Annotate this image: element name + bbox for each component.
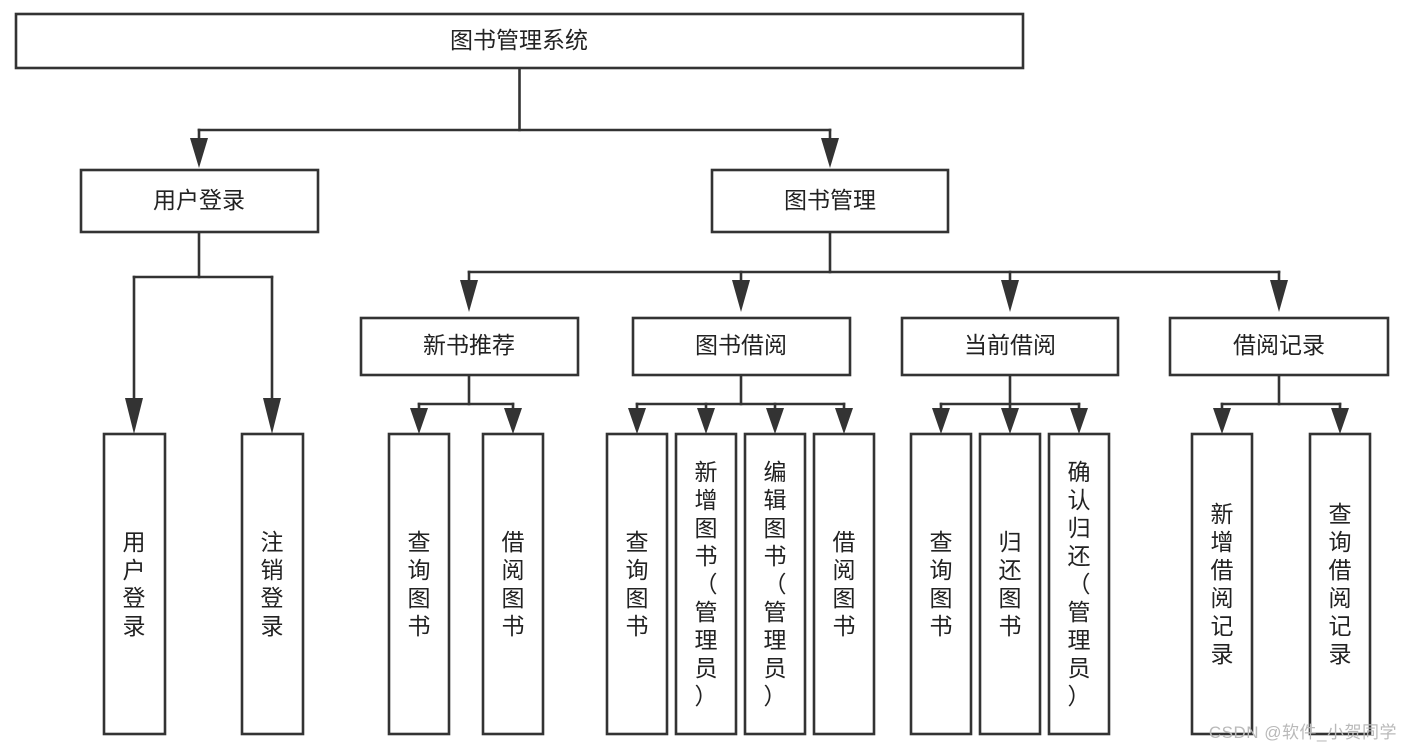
- node-user-login-box[interactable]: [79, 168, 320, 234]
- node-leaf-return-book-box[interactable]: [978, 432, 1042, 736]
- arrow-head-book-manage: [821, 138, 839, 168]
- node-book-manage[interactable]: 图书管理: [710, 168, 950, 234]
- connector-group-user-login: [125, 230, 281, 434]
- node-leaf-confirm-return-box[interactable]: [1047, 432, 1111, 736]
- node-leaf-query-book-2-label: 查询图书: [626, 529, 649, 639]
- arrow-head-leaf-confirm-return: [1070, 408, 1088, 434]
- arrow-head-current-borrow: [1001, 280, 1019, 312]
- node-leaf-borrow-book-1-box[interactable]: [481, 432, 545, 736]
- node-leaf-user-login-box[interactable]: [102, 432, 167, 736]
- node-book-borrow-box[interactable]: [631, 316, 852, 377]
- arrow-head-leaf-edit-book: [766, 408, 784, 434]
- node-leaf-query-book-3-box[interactable]: [909, 432, 973, 736]
- node-new-book-rec-label: 新书推荐: [423, 332, 515, 358]
- arrow-head-leaf-user-login: [125, 398, 143, 434]
- arrow-head-user-login: [190, 138, 208, 168]
- arrow-head-leaf-return-book: [1001, 408, 1019, 434]
- node-leaf-add-book-box[interactable]: [674, 432, 738, 736]
- node-book-borrow-label: 图书借阅: [695, 332, 787, 358]
- arrow-head-leaf-query-record: [1331, 408, 1349, 434]
- node-leaf-add-record-label: 新增借阅记录: [1211, 501, 1234, 667]
- arrow-head-leaf-borrow-book-2: [835, 408, 853, 434]
- node-borrow-record[interactable]: 借阅记录: [1168, 316, 1390, 377]
- node-user-login[interactable]: 用户登录: [79, 168, 320, 234]
- node-leaf-return-book[interactable]: 归还图书: [978, 432, 1042, 736]
- node-leaf-edit-book-box[interactable]: [743, 432, 807, 736]
- node-leaf-add-record-box[interactable]: [1190, 432, 1254, 736]
- node-book-manage-box[interactable]: [710, 168, 950, 234]
- node-leaf-user-logout[interactable]: 注销登录: [240, 432, 305, 736]
- connector-group-new-book-rec: [410, 373, 522, 434]
- node-new-book-rec-box[interactable]: [359, 316, 580, 377]
- node-leaf-query-book-2[interactable]: 查询图书: [605, 432, 669, 736]
- connector-group-book-borrow: [628, 373, 853, 434]
- node-leaf-borrow-book-2-label: 借阅图书: [833, 529, 856, 639]
- node-leaf-user-logout-box[interactable]: [240, 432, 305, 736]
- node-leaf-confirm-return[interactable]: 确认归还（管理员）: [1047, 432, 1111, 736]
- node-current-borrow-box[interactable]: [900, 316, 1120, 377]
- node-book-borrow[interactable]: 图书借阅: [631, 316, 852, 377]
- node-leaf-query-book-3-label: 查询图书: [930, 529, 953, 639]
- node-leaf-query-record-box[interactable]: [1308, 432, 1372, 736]
- node-root-box[interactable]: [14, 12, 1025, 70]
- node-leaf-borrow-book-2-box[interactable]: [812, 432, 876, 736]
- node-leaf-add-book-label: 新增图书（管理员）: [695, 459, 718, 709]
- node-leaf-add-book[interactable]: 新增图书（管理员）: [674, 432, 738, 736]
- arrow-head-leaf-borrow-book-1: [504, 408, 522, 434]
- node-leaf-user-login-label: 用户登录: [123, 529, 146, 639]
- arrow-head-leaf-query-book-3: [932, 408, 950, 434]
- node-leaf-borrow-book-1[interactable]: 借阅图书: [481, 432, 545, 736]
- node-leaf-query-book-1-label: 查询图书: [408, 529, 431, 639]
- node-leaf-borrow-book-1-label: 借阅图书: [502, 529, 525, 639]
- node-leaf-user-login[interactable]: 用户登录: [102, 432, 167, 736]
- node-current-borrow-label: 当前借阅: [964, 332, 1056, 358]
- node-leaf-edit-book[interactable]: 编辑图书（管理员）: [743, 432, 807, 736]
- node-leaf-add-record[interactable]: 新增借阅记录: [1190, 432, 1254, 736]
- connector-group-borrow-record: [1213, 373, 1349, 434]
- arrow-head-book-borrow: [732, 280, 750, 312]
- node-leaf-query-record[interactable]: 查询借阅记录: [1308, 432, 1372, 736]
- connector-group-root: [190, 66, 839, 168]
- node-user-login-label: 用户登录: [153, 187, 245, 213]
- node-root[interactable]: 图书管理系统: [14, 12, 1025, 70]
- node-new-book-rec[interactable]: 新书推荐: [359, 316, 580, 377]
- arrow-head-leaf-add-record: [1213, 408, 1231, 434]
- node-borrow-record-label: 借阅记录: [1233, 332, 1325, 358]
- arrow-head-leaf-user-logout: [263, 398, 281, 434]
- connector-group-current-borrow: [932, 373, 1088, 434]
- node-leaf-query-book-1-box[interactable]: [387, 432, 451, 736]
- node-leaf-query-book-3[interactable]: 查询图书: [909, 432, 973, 736]
- arrow-head-leaf-query-book-2: [628, 408, 646, 434]
- node-leaf-return-book-label: 归还图书: [999, 529, 1022, 639]
- arrow-head-leaf-query-book-1: [410, 408, 428, 434]
- node-leaf-borrow-book-2[interactable]: 借阅图书: [812, 432, 876, 736]
- arrow-head-borrow-record: [1270, 280, 1288, 312]
- node-leaf-edit-book-label: 编辑图书（管理员）: [764, 459, 787, 709]
- connector-group-book-manage: [460, 230, 1288, 312]
- node-borrow-record-box[interactable]: [1168, 316, 1390, 377]
- arrow-head-new-book-rec: [460, 280, 478, 312]
- arrow-head-leaf-add-book: [697, 408, 715, 434]
- node-leaf-query-book-2-box[interactable]: [605, 432, 669, 736]
- node-leaf-user-logout-label: 注销登录: [261, 529, 284, 639]
- node-leaf-confirm-return-label: 确认归还（管理员）: [1068, 459, 1091, 709]
- node-leaf-query-record-label: 查询借阅记录: [1329, 501, 1352, 667]
- node-current-borrow[interactable]: 当前借阅: [900, 316, 1120, 377]
- node-book-manage-label: 图书管理: [784, 187, 876, 213]
- node-root-label: 图书管理系统: [450, 27, 588, 53]
- node-leaf-query-book-1[interactable]: 查询图书: [387, 432, 451, 736]
